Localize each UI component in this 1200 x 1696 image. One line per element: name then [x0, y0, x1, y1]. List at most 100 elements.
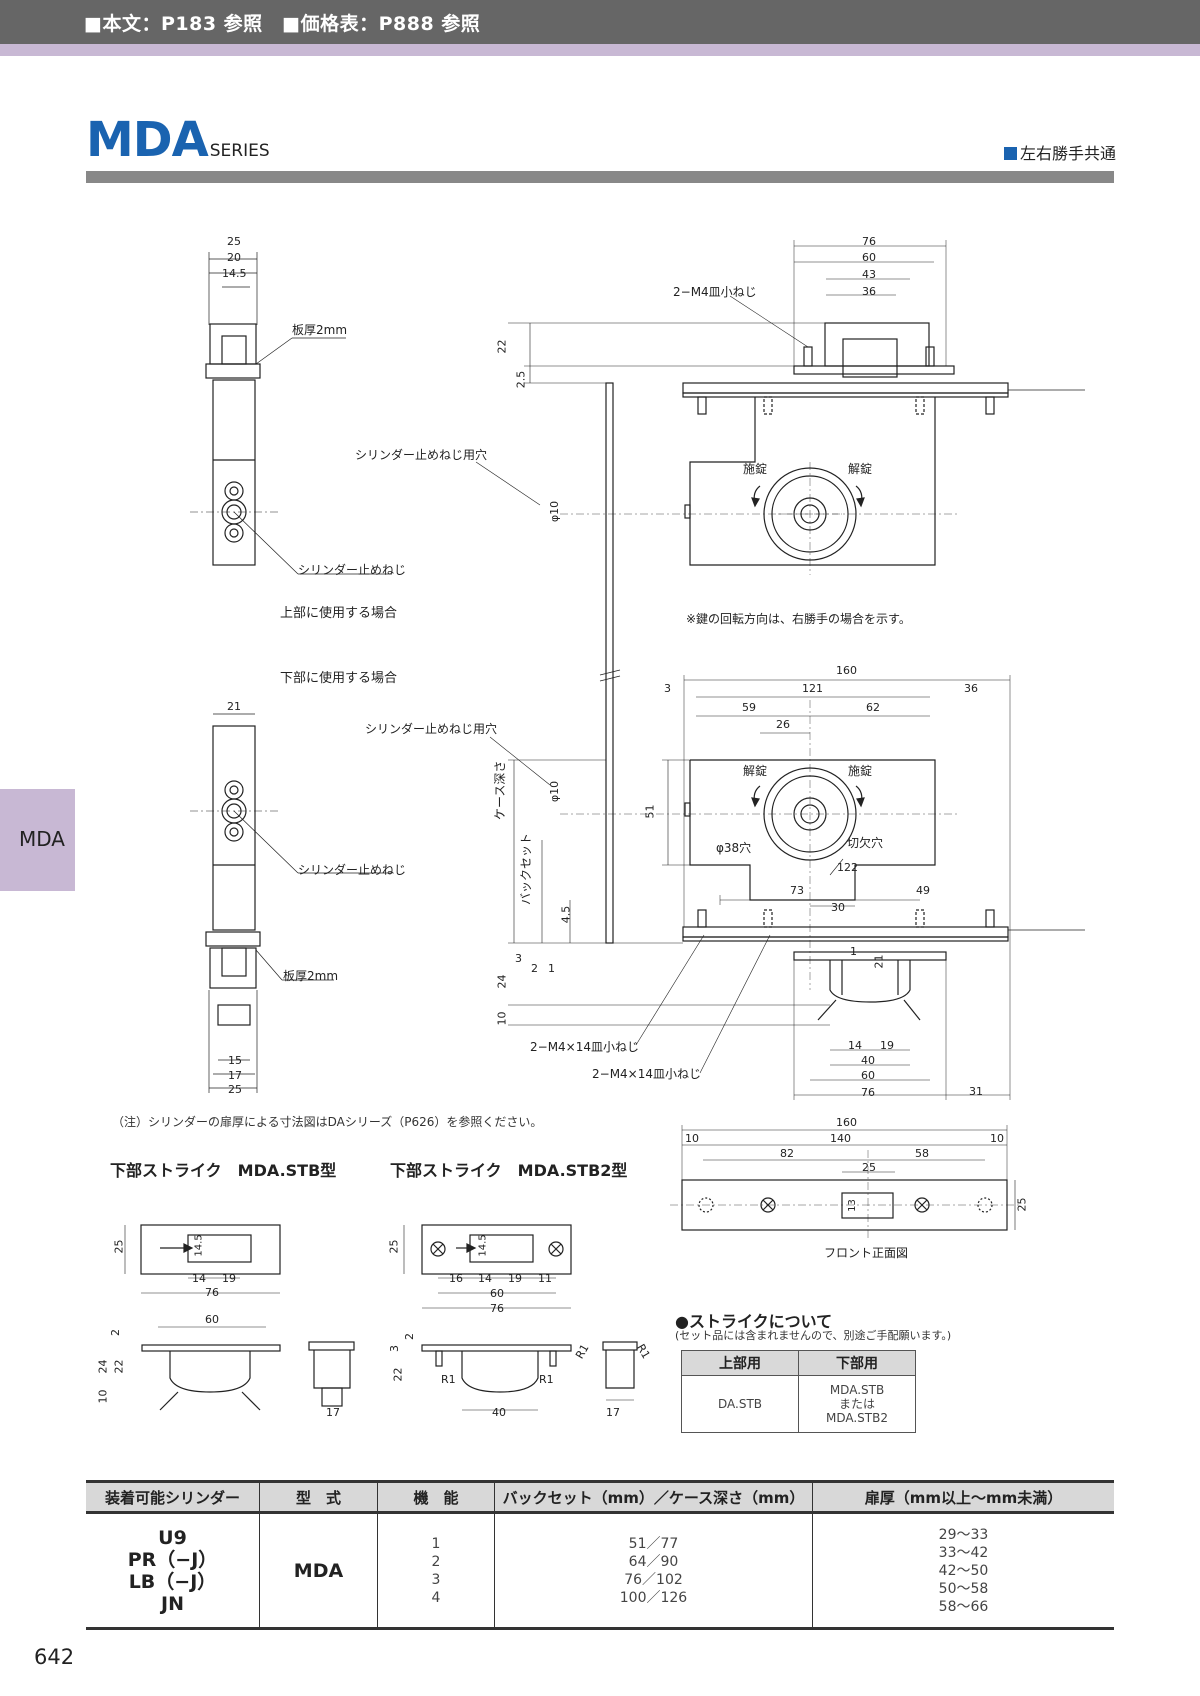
dim-76b: 76 — [861, 1086, 875, 1099]
dim-10c: 10 — [990, 1132, 1004, 1145]
strike-info-heading: ●ストライクについて — [675, 1312, 833, 1331]
square-bullet-icon — [1003, 147, 1017, 160]
itaatsu-top-label: 板厚2mm — [292, 323, 348, 337]
function-4: 4 — [431, 1589, 441, 1606]
stb2-dim-2: 2 — [403, 1333, 416, 1340]
spec-header-model: 型 式 — [259, 1480, 378, 1514]
dim-31: 31 — [969, 1085, 983, 1098]
backset-3: 76／102 — [624, 1571, 683, 1588]
stb-dim-60: 60 — [205, 1313, 219, 1326]
stb-dim-76: 76 — [205, 1286, 219, 1299]
itaatsu-bottom-label: 板厚2mm — [283, 969, 339, 983]
side-tab: MDA — [0, 789, 75, 891]
spec-header-thickness: 扉厚（mm以上〜mm未満） — [812, 1480, 1114, 1514]
strike-info-sub: (セット品には含まれませんので、別途ご手配願います。) — [675, 1329, 952, 1342]
dim-13: 13 — [846, 1199, 858, 1212]
dim-phi10b: φ10 — [548, 780, 562, 803]
dim-36b: 36 — [964, 682, 978, 695]
series-suffix: SERIES — [209, 141, 270, 161]
stb2-dim-22: 22 — [391, 1367, 405, 1382]
strike-header-lower: 下部用 — [798, 1350, 916, 1376]
stb2-dim-14: 14 — [478, 1272, 492, 1285]
dim-3a: 3 — [664, 682, 671, 695]
strike-stb2-drawing — [403, 1224, 638, 1411]
dim-25c: 25 — [228, 1083, 242, 1096]
footnote: （注）シリンダーの扉厚による寸法図はDAシリーズ（P626）を参照ください。 — [112, 1115, 543, 1129]
dim-121: 121 — [802, 682, 823, 695]
case-depth-label: ケース深さ — [493, 760, 507, 820]
spec-table: 装着可能シリンダー 型 式 機 能 バックセット（mm）／ケース深さ（mm） 扉… — [86, 1480, 1114, 1630]
thickness-3: 42〜50 — [938, 1562, 989, 1579]
use-top-label: 上部に使用する場合 — [280, 606, 398, 621]
dim-60b: 60 — [861, 1069, 875, 1082]
header-bar: ■本文：P183 参照 ■価格表：P888 参照 — [0, 0, 1200, 44]
spec-header-function: 機 能 — [377, 1480, 495, 1514]
dim-15: 15 — [228, 1054, 242, 1067]
technical-drawing — [124, 240, 1085, 1411]
dim-36a: 36 — [862, 285, 876, 298]
dim-10a: 10 — [495, 1011, 509, 1026]
main-lock-drawing — [475, 240, 1085, 1100]
page-number: 642 — [34, 1645, 75, 1669]
stb2-dim-16: 16 — [449, 1272, 463, 1285]
backset-2: 64／90 — [628, 1553, 679, 1570]
stb2-dim-76: 76 — [490, 1302, 504, 1315]
backset-label: バックセット — [519, 832, 533, 905]
stb-dim-14-5: 14.5 — [193, 1234, 205, 1257]
hole38-label: φ38穴 — [716, 841, 752, 855]
function-2: 2 — [431, 1553, 441, 1570]
backset-4: 100／126 — [619, 1589, 688, 1606]
caption-stb: 下部ストライク MDA.STB型 — [110, 1161, 337, 1180]
screw-hole-bottom-label: シリンダー止めねじ用穴 — [365, 722, 498, 736]
dim-3b: 3 — [515, 952, 522, 965]
dim-160b: 160 — [836, 1116, 857, 1129]
dim-25e: 25 — [1015, 1197, 1029, 1212]
stb-dim-25: 25 — [112, 1239, 126, 1254]
dim-26: 26 — [776, 718, 790, 731]
lock2-label: 解錠 — [743, 764, 768, 778]
dim-59: 59 — [742, 701, 756, 714]
strike-table: 上部用 下部用 DA.STB MDA.STB または MDA.STB2 — [681, 1350, 916, 1433]
left-lower-side-view — [190, 713, 278, 1093]
dim-49: 49 — [916, 884, 930, 897]
hand-note: 左右勝手共通 — [1003, 140, 1116, 164]
spec-header-cylinder: 装着可能シリンダー — [86, 1480, 260, 1514]
stb2-dim-r1b: R1 — [539, 1373, 554, 1386]
thickness-1: 29〜33 — [938, 1526, 989, 1543]
stb2-dim-25: 25 — [387, 1239, 401, 1254]
dim-73: 73 — [790, 884, 804, 897]
strike-lower-1: MDA.STB — [829, 1383, 885, 1397]
strike-header-upper: 上部用 — [681, 1350, 799, 1376]
dim-2-5a: 2.5 — [514, 370, 528, 389]
dim-40a: 40 — [861, 1054, 875, 1067]
thickness-2: 33〜42 — [938, 1544, 989, 1561]
dim-25a: 25 — [227, 235, 241, 248]
backset-1: 51／77 — [628, 1535, 679, 1552]
stb2-dim-3: 3 — [388, 1345, 401, 1352]
m4x14-a-label: 2−M4×14皿小ねじ — [530, 1040, 640, 1054]
stb2-dim-60: 60 — [490, 1287, 504, 1300]
unlock2-label: 施錠 — [848, 764, 873, 778]
dim-160a: 160 — [836, 664, 857, 677]
cylinder-1: U9 — [158, 1526, 187, 1549]
side-tab-label: MDA — [19, 827, 65, 851]
dim-phi10a: φ10 — [548, 500, 562, 523]
dim-82: 82 — [780, 1147, 794, 1160]
stb2-dim-11: 11 — [538, 1272, 552, 1285]
dim-43: 43 — [862, 268, 876, 281]
header-accent — [0, 44, 1200, 56]
dim-30: 30 — [831, 901, 845, 914]
stb-dim-19: 19 — [222, 1272, 236, 1285]
cylinder-3: LB（−J） — [128, 1570, 217, 1593]
dim-21b: 21 — [872, 954, 886, 969]
stb-dim-10: 10 — [96, 1389, 110, 1404]
dim-62: 62 — [866, 701, 880, 714]
dim-4-5: 4.5 — [559, 905, 573, 924]
strike-upper-value: DA.STB — [681, 1375, 799, 1433]
thickness-4: 50〜58 — [938, 1580, 989, 1597]
unlock-label: 解錠 — [848, 462, 873, 476]
dim-1a: 1 — [548, 962, 555, 975]
spec-cylinders: U9 PR（−J） LB（−J） JN — [86, 1512, 260, 1630]
stb-dim-24: 24 — [96, 1359, 110, 1374]
use-bottom-label: 下部に使用する場合 — [280, 671, 398, 686]
